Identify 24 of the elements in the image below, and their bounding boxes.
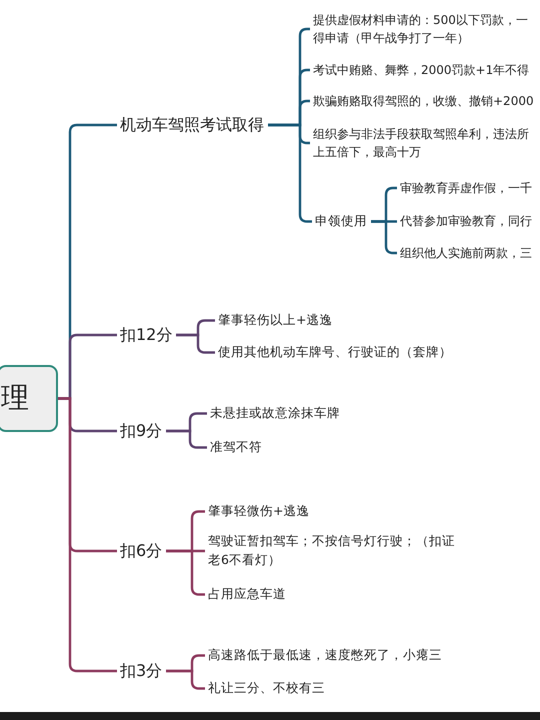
- leaf-text: 准驾不符: [210, 438, 262, 456]
- branch-label: 机动车驾照考试取得: [120, 113, 264, 137]
- central-topic-box: 理: [0, 364, 58, 432]
- leaf-text: 肇事轻微伤+逃逸: [208, 502, 310, 520]
- leaf-text: 肇事轻伤以上+逃逸: [218, 310, 332, 330]
- subtopic-label: 申领使用: [315, 212, 367, 230]
- leaf-text: 审验教育弄虚作假，一千: [400, 179, 532, 197]
- leaf-text: 驾驶证暂扣驾车；不按信号灯行驶；（扣证老6不看灯）: [208, 532, 466, 570]
- branch-label: 扣9分: [120, 419, 162, 443]
- leaf-text: 占用应急车道: [208, 584, 286, 604]
- leaf-text: 使用其他机动车牌号、行驶证的（套牌）: [218, 342, 452, 362]
- leaf-text: 组织他人实施前两款，三: [400, 244, 532, 262]
- leaf-text: 礼让三分、不校有三: [208, 678, 325, 698]
- leaf-text: 组织参与非法手段获取驾照牟利，违法所上五倍下，最高十万: [313, 125, 539, 161]
- leaf-text: 欺骗贿赂取得驾照的，收缴、撤销+2000: [313, 92, 534, 110]
- leaf-text: 考试中贿赂、舞弊，2000罚款+1年不得: [313, 61, 530, 79]
- branch-label: 扣12分: [120, 323, 172, 347]
- branch-label: 扣3分: [120, 659, 162, 683]
- leaf-text: 高速路低于最低速，速度憋死了，小瘪三: [208, 646, 442, 664]
- branch-label: 扣6分: [120, 539, 162, 563]
- leaf-text: 代替参加审验教育，同行: [400, 212, 532, 230]
- leaf-text: 提供虚假材料申请的：500以下罚款，一得申请（甲午战争打了一年）: [313, 11, 539, 47]
- leaf-text: 未悬挂或故意涂抹车牌: [210, 404, 340, 422]
- connector-line: [58, 397, 117, 672]
